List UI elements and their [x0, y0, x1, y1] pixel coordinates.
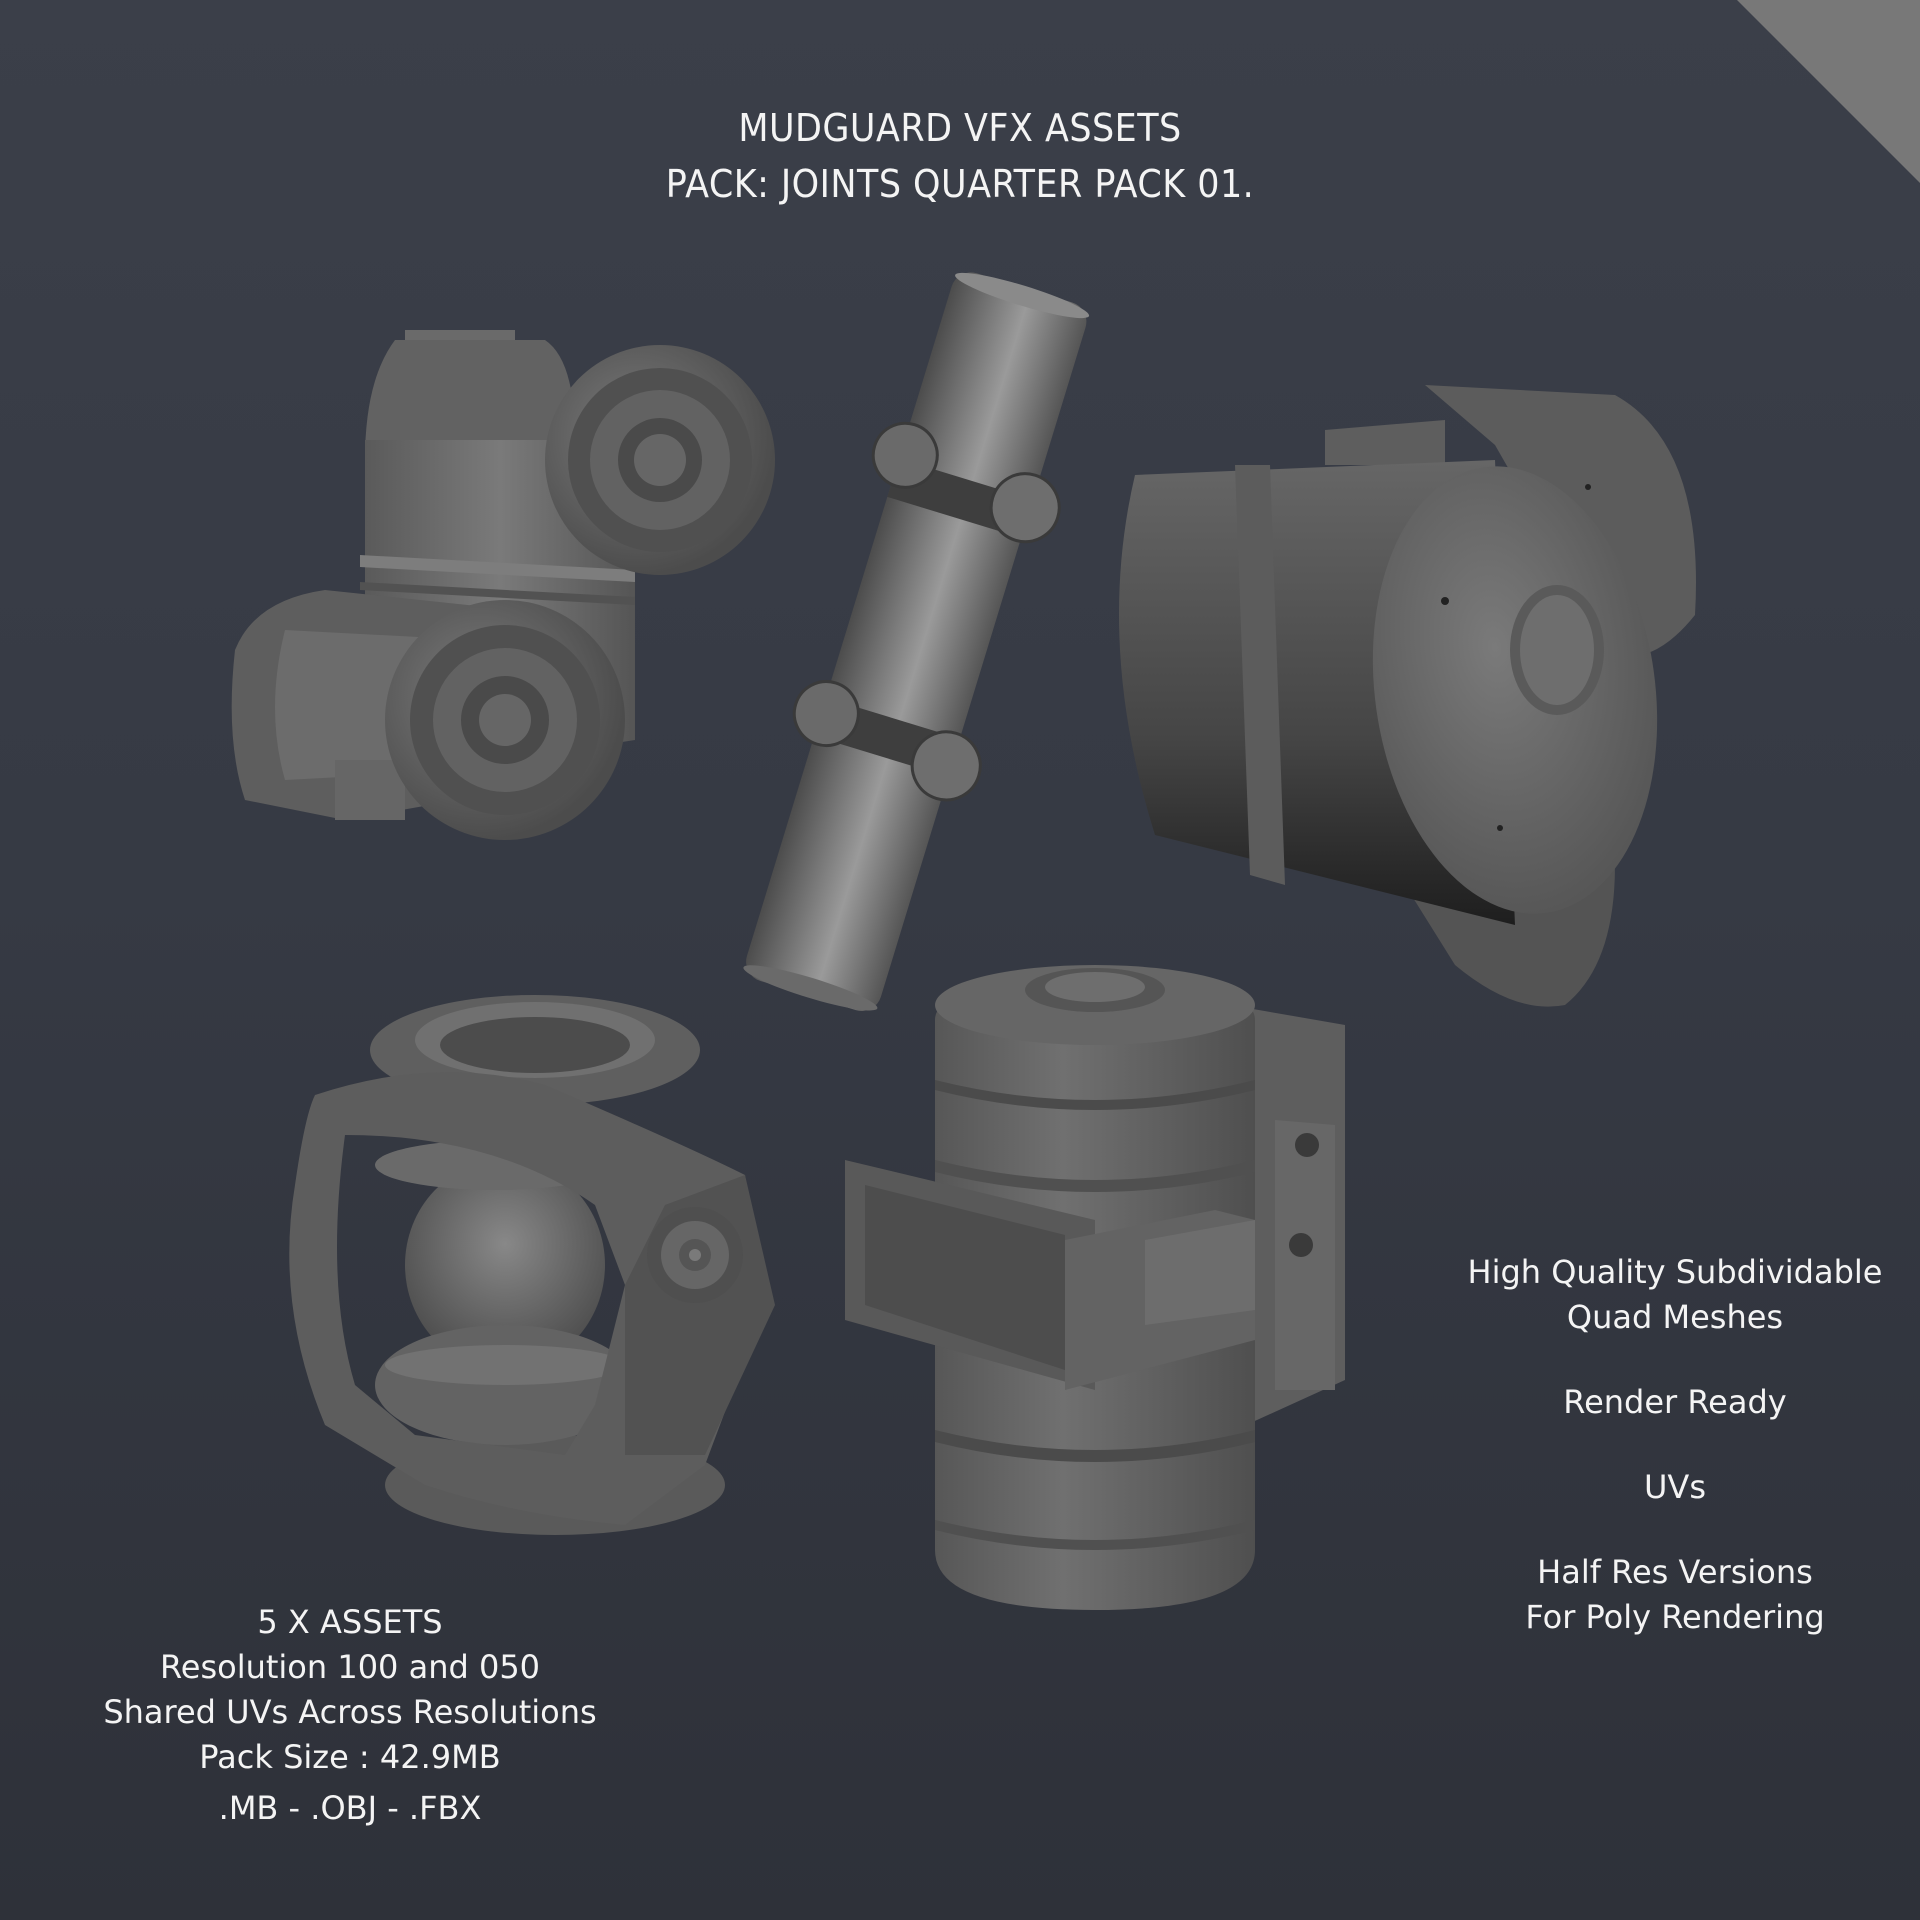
pack-info: 5 X ASSETS Resolution 100 and 050 Shared… — [60, 1600, 640, 1831]
feature-quality-line-1: High Quality Subdividable — [1467, 1253, 1883, 1291]
asset-bracket-bushing-joint — [835, 960, 1425, 1640]
feature-quality-line-2: Quad Meshes — [1566, 1298, 1784, 1336]
resolution-text: Resolution 100 and 050 — [159, 1648, 541, 1686]
asset-universal-joint-shaft — [730, 270, 1090, 1020]
pack-size-text: Pack Size : 42.9MB — [199, 1738, 501, 1776]
asset-ball-cage-joint — [265, 985, 825, 1555]
file-formats-text: .MB - .OBJ - .FBX — [218, 1789, 482, 1827]
feature-half-res-line-1: Half Res Versions — [1537, 1553, 1813, 1591]
feature-list: High Quality Subdividable Quad Meshes Re… — [1440, 1250, 1910, 1640]
asset-count-text: 5 X ASSETS — [257, 1603, 443, 1641]
feature-uvs: UVs — [1644, 1468, 1706, 1506]
feature-render-ready: Render Ready — [1563, 1383, 1787, 1421]
shared-uvs-text: Shared UVs Across Resolutions — [103, 1693, 597, 1731]
page-title: MUDGUARD VFX ASSETS PACK: JOINTS QUARTER… — [0, 100, 1920, 212]
corner-fold-triangle — [1737, 0, 1920, 183]
asset-cylinder-hinge-joint — [1095, 365, 1715, 1025]
asset-double-elbow-joint — [215, 320, 775, 980]
feature-half-res-line-2: For Poly Rendering — [1525, 1598, 1825, 1636]
title-line-1: MUDGUARD VFX ASSETS — [738, 106, 1182, 150]
title-line-2: PACK: JOINTS QUARTER PACK 01. — [665, 162, 1255, 206]
